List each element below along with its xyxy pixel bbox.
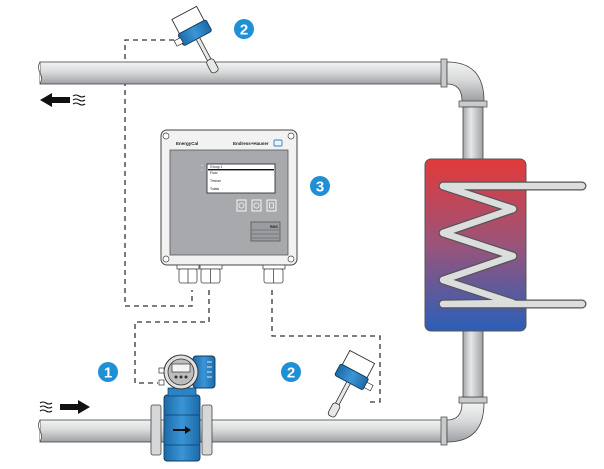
callout-2-top: 2 bbox=[234, 19, 254, 39]
menu-item: Group 1 bbox=[210, 165, 223, 169]
flange bbox=[150, 404, 162, 456]
callout-number: 2 bbox=[240, 22, 248, 39]
brand-logo-icon bbox=[273, 139, 283, 147]
flow-arrow-in bbox=[39, 400, 90, 414]
cable-bottom-sensor bbox=[271, 290, 381, 403]
nameplate: RMS bbox=[250, 221, 281, 242]
flange bbox=[458, 396, 488, 404]
wavy-lines-icon bbox=[39, 401, 53, 413]
minus-button[interactable] bbox=[236, 199, 247, 212]
callout-3: 3 bbox=[310, 176, 330, 196]
wavy-lines-icon bbox=[72, 94, 86, 106]
temperature-sensor-top bbox=[171, 5, 219, 74]
keypad bbox=[236, 199, 277, 212]
flow-direction-icon bbox=[173, 426, 191, 434]
flange bbox=[440, 58, 448, 88]
arrow-left-icon bbox=[40, 93, 70, 107]
temperature-sensor-bottom bbox=[327, 349, 376, 418]
menu-item: Totals bbox=[210, 187, 219, 191]
housing-screws bbox=[162, 132, 295, 263]
pipe-elbow bbox=[446, 61, 485, 102]
menu-item: Tmean bbox=[210, 179, 221, 183]
flowmeter bbox=[150, 354, 216, 462]
status-led: ^ bbox=[201, 163, 203, 168]
menu-item: Flow bbox=[210, 171, 218, 175]
flange bbox=[440, 416, 448, 446]
flange bbox=[458, 100, 488, 108]
heating-coil bbox=[438, 181, 587, 309]
heat-exchanger bbox=[424, 158, 587, 332]
callout-number: 3 bbox=[316, 179, 324, 196]
energy-calculator: EnergyCal Endress+Hauser Group 1 Flow Tm… bbox=[160, 129, 298, 284]
enter-icon bbox=[269, 202, 274, 209]
enter-button[interactable] bbox=[266, 199, 277, 212]
plus-icon bbox=[253, 202, 260, 209]
cable-top-sensor bbox=[124, 39, 193, 307]
flow-arrow-out bbox=[40, 93, 86, 107]
callout-number: 2 bbox=[287, 365, 295, 382]
transmitter-display bbox=[171, 363, 191, 373]
pipe-elbow bbox=[446, 402, 485, 443]
brand-name: Endress+Hauser bbox=[233, 141, 269, 146]
plate-label: RMS bbox=[270, 225, 278, 229]
return-pipe bbox=[38, 58, 488, 160]
callout-number: 1 bbox=[104, 365, 112, 382]
cable-glands bbox=[176, 264, 286, 284]
product-name: EnergyCal bbox=[176, 141, 198, 146]
arrow-right-icon bbox=[60, 400, 90, 414]
transmitter-vents bbox=[207, 361, 212, 378]
plus-button[interactable] bbox=[251, 199, 262, 212]
flange bbox=[201, 404, 213, 456]
callout-1: 1 bbox=[98, 362, 118, 382]
cable-flowmeter bbox=[134, 290, 210, 384]
lcd-display bbox=[206, 163, 276, 194]
signal-cables bbox=[124, 39, 381, 403]
status-led: * bbox=[201, 168, 203, 173]
callout-2-bottom: 2 bbox=[281, 362, 301, 382]
minus-icon bbox=[238, 202, 245, 209]
supply-pipe bbox=[38, 329, 488, 446]
